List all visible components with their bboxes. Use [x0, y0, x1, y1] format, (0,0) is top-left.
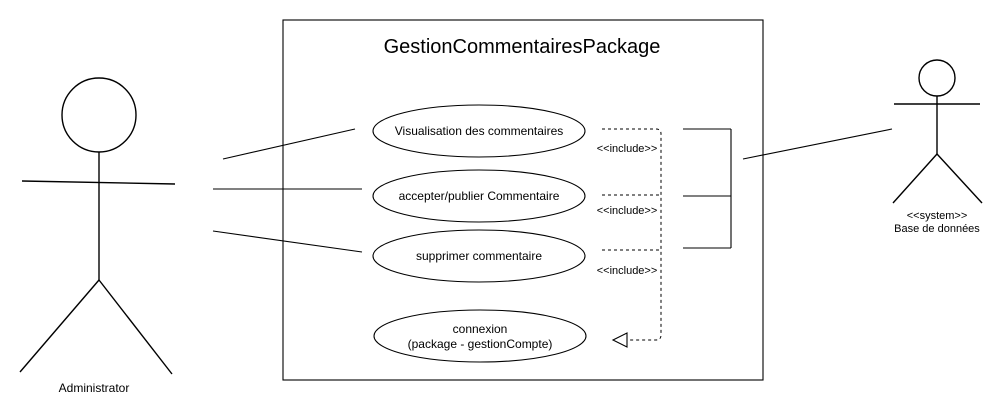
include-dependencies — [602, 128, 662, 348]
database-actor — [892, 59, 983, 204]
database-connector — [683, 128, 893, 249]
usecase-supprimer-label: supprimer commentaire — [416, 249, 542, 263]
include-label-3: <<include>> — [597, 265, 658, 277]
assoc-database — [742, 128, 893, 160]
assoc-admin-supprimer — [212, 230, 363, 253]
usecase-connexion — [373, 309, 587, 363]
administrator-right-leg — [98, 279, 173, 375]
package-title: GestionCommentairesPackage — [384, 36, 661, 58]
usecase-connexion-label-1: connexion — [453, 322, 508, 336]
include-dependency-main — [602, 128, 662, 341]
usecase-connexion-label-2: (package - gestionCompte) — [408, 337, 553, 351]
database-right-leg — [936, 153, 983, 204]
usecase-accepter — [372, 169, 586, 223]
database-left-leg — [892, 153, 938, 204]
administrator-arms — [21, 180, 176, 185]
include-label-2: <<include>> — [597, 205, 658, 217]
usecase-visualisation — [372, 104, 586, 158]
include-label-1: <<include>> — [597, 143, 658, 155]
database-label: Base de données — [894, 223, 980, 235]
administrator-label: Administrator — [59, 381, 130, 395]
database-stereotype: <<system>> — [907, 210, 968, 222]
package-boundary — [282, 19, 764, 381]
usecase-supprimer — [372, 229, 586, 283]
usecase-accepter-label: accepter/publier Commentaire — [399, 189, 560, 203]
database-head — [918, 59, 956, 97]
include-arrowhead — [611, 332, 628, 348]
administrator-head — [61, 77, 137, 153]
administrator-actor — [19, 77, 176, 375]
assoc-admin-visualisation — [222, 128, 356, 160]
administrator-left-leg — [19, 279, 100, 373]
usecase-visualisation-label: Visualisation des commentaires — [395, 124, 564, 138]
